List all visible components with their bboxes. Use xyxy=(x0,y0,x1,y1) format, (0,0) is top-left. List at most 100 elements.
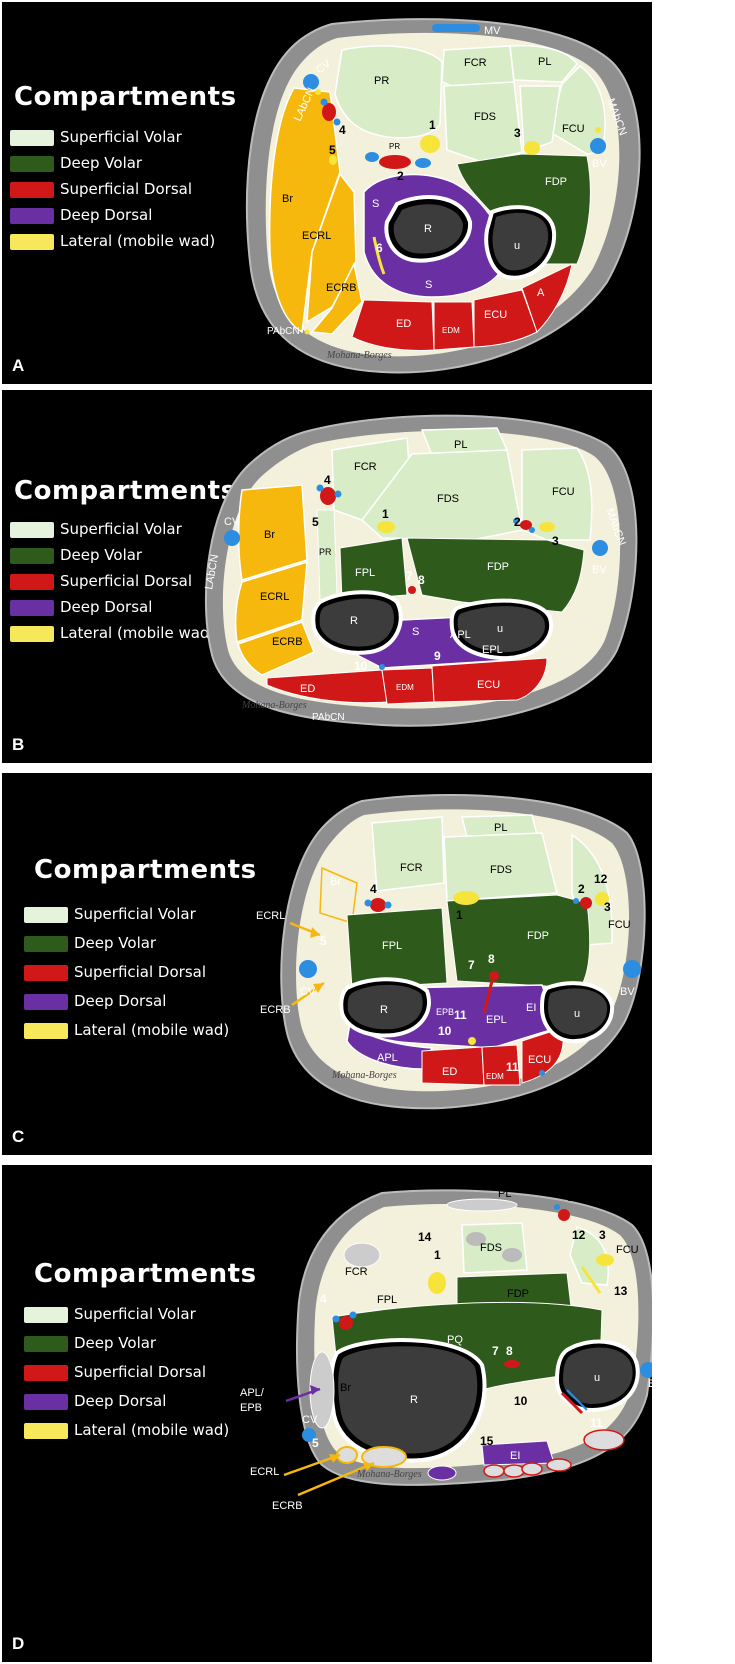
label-r: R xyxy=(350,615,358,627)
brachial-vein-1 xyxy=(365,152,379,162)
num-14: 14 xyxy=(418,1230,432,1244)
label-fcr: FCR xyxy=(400,862,423,874)
label-u: u xyxy=(497,623,503,635)
swatch-superficial-dorsal xyxy=(24,1365,68,1381)
ulnar-nerve xyxy=(595,892,609,906)
tendon-fds-2 xyxy=(502,1248,522,1262)
legend-title: Compartments xyxy=(14,82,237,112)
legend: Superficial Volar Deep Volar Superficial… xyxy=(24,1303,264,1448)
ulnar-artery xyxy=(558,1209,570,1221)
median-nerve xyxy=(453,891,479,905)
legend-title: Compartments xyxy=(34,1259,257,1289)
label-pr: PR xyxy=(374,75,389,87)
legend: Superficial Volar Deep Volar Superficial… xyxy=(10,126,250,256)
label-ecrb: ECRB xyxy=(272,636,303,648)
num-5: 5 xyxy=(312,1436,319,1450)
dorsal-ulnar-nerve xyxy=(580,1266,602,1294)
label-ecrb: ECRB xyxy=(260,1004,291,1016)
legend-item-deep-volar: Deep Volar xyxy=(24,932,264,961)
median-nerve xyxy=(420,135,440,153)
legend-label: Superficial Dorsal xyxy=(60,180,193,198)
swatch-lateral xyxy=(10,234,54,250)
posterior-interosseous xyxy=(468,1037,476,1045)
legend-label: Superficial Volar xyxy=(74,905,196,923)
muscle-fcu-2 xyxy=(519,85,561,154)
label-ecu: ECU xyxy=(484,309,507,321)
label-apl-epb: APL/ xyxy=(240,1387,265,1399)
cross-section-d: PL FCR FDS FCU FPL FDP PQ BV APL/ EPB Br… xyxy=(240,1188,652,1512)
label-br: Br xyxy=(340,1382,351,1394)
cephalic-vein xyxy=(303,74,319,90)
num-2: 2 xyxy=(514,515,521,529)
num-10: 10 xyxy=(514,1394,528,1408)
median-nerve xyxy=(428,1272,446,1294)
radial-artery xyxy=(320,487,336,505)
tendon-ed-2 xyxy=(503,1464,525,1478)
label-bv: BV xyxy=(620,986,635,998)
label-s1: S xyxy=(372,198,379,210)
ulnar-vein xyxy=(554,1204,560,1210)
label-fdp: FDP xyxy=(527,930,549,942)
num-2: 2 xyxy=(578,882,585,896)
num-2: 2 xyxy=(397,169,404,183)
legend-label: Lateral (mobile wad) xyxy=(60,232,216,250)
num-1: 1 xyxy=(456,908,463,922)
swatch-deep-dorsal xyxy=(24,1394,68,1410)
label-br: Br xyxy=(282,193,293,205)
radial-vein-2 xyxy=(333,118,341,126)
label-fcr: FCR xyxy=(464,57,487,69)
muscle-fcr xyxy=(343,1242,381,1268)
muscle-br xyxy=(268,87,341,334)
label-pl: PL xyxy=(538,56,551,68)
label-mv: MV xyxy=(484,25,501,37)
panel-letter: B xyxy=(12,735,25,754)
muscle-ecrb xyxy=(237,621,315,676)
legend-item-deep-dorsal: Deep Dorsal xyxy=(10,204,250,230)
legend-item-superficial-volar: Superficial Volar xyxy=(10,126,250,152)
tendon-fds-1 xyxy=(466,1232,486,1246)
label-fcu: FCU xyxy=(616,1244,639,1256)
legend-item-lateral: Lateral (mobile wad) xyxy=(10,622,250,648)
panel-b: Compartments Superficial Volar Deep Vola… xyxy=(2,390,652,763)
label-r: R xyxy=(424,223,432,235)
ecrb-arrow-head xyxy=(313,983,324,993)
posterior-interosseous xyxy=(560,1391,584,1415)
legend-label: Lateral (mobile wad) xyxy=(74,1421,230,1439)
num-7: 7 xyxy=(406,569,413,583)
ulnar-nerve xyxy=(539,522,555,532)
label-ed: ED xyxy=(442,1066,457,1078)
label-ecrl: ECRL xyxy=(256,910,285,922)
label-fcu: FCU xyxy=(552,486,575,498)
label-epl: EPL xyxy=(434,1486,455,1498)
legend-item-superficial-dorsal: Superficial Dorsal xyxy=(24,961,264,990)
label-pr: PR xyxy=(319,547,332,557)
legend-label: Deep Volar xyxy=(60,546,143,564)
basilic-vein xyxy=(623,960,641,978)
legend-title: Compartments xyxy=(14,476,237,506)
muscle-fpl xyxy=(347,1273,452,1315)
panel-letter: A xyxy=(12,356,25,375)
num-3: 3 xyxy=(599,1228,606,1242)
ulnar-vein xyxy=(573,898,579,904)
swatch-deep-volar xyxy=(24,936,68,952)
signature: Mohana-Borges xyxy=(326,350,392,361)
swatch-lateral xyxy=(24,1423,68,1439)
label-pl: PL xyxy=(498,1188,511,1200)
anterior-interosseous xyxy=(489,971,499,981)
label-edm: EDM xyxy=(442,326,460,335)
label-apl: APL xyxy=(377,1052,398,1064)
radial-vein-2 xyxy=(349,1311,357,1319)
label-fcr: FCR xyxy=(345,1266,368,1278)
label-pq: PQ xyxy=(447,1334,463,1346)
label-edm: EDM xyxy=(486,1072,504,1081)
legend-item-lateral: Lateral (mobile wad) xyxy=(24,1019,264,1048)
bone-radius-inner xyxy=(347,984,423,1030)
label-bv: BV xyxy=(592,158,607,170)
num-8: 8 xyxy=(488,952,495,966)
ulnar-nerve xyxy=(596,1254,614,1266)
cephalic-vein xyxy=(224,530,240,546)
legend-item-lateral: Lateral (mobile wad) xyxy=(24,1419,264,1448)
label-ecrl: ECRL xyxy=(302,230,331,242)
legend-item-lateral: Lateral (mobile wad) xyxy=(10,230,250,256)
bone-radius-inner xyxy=(393,204,464,254)
